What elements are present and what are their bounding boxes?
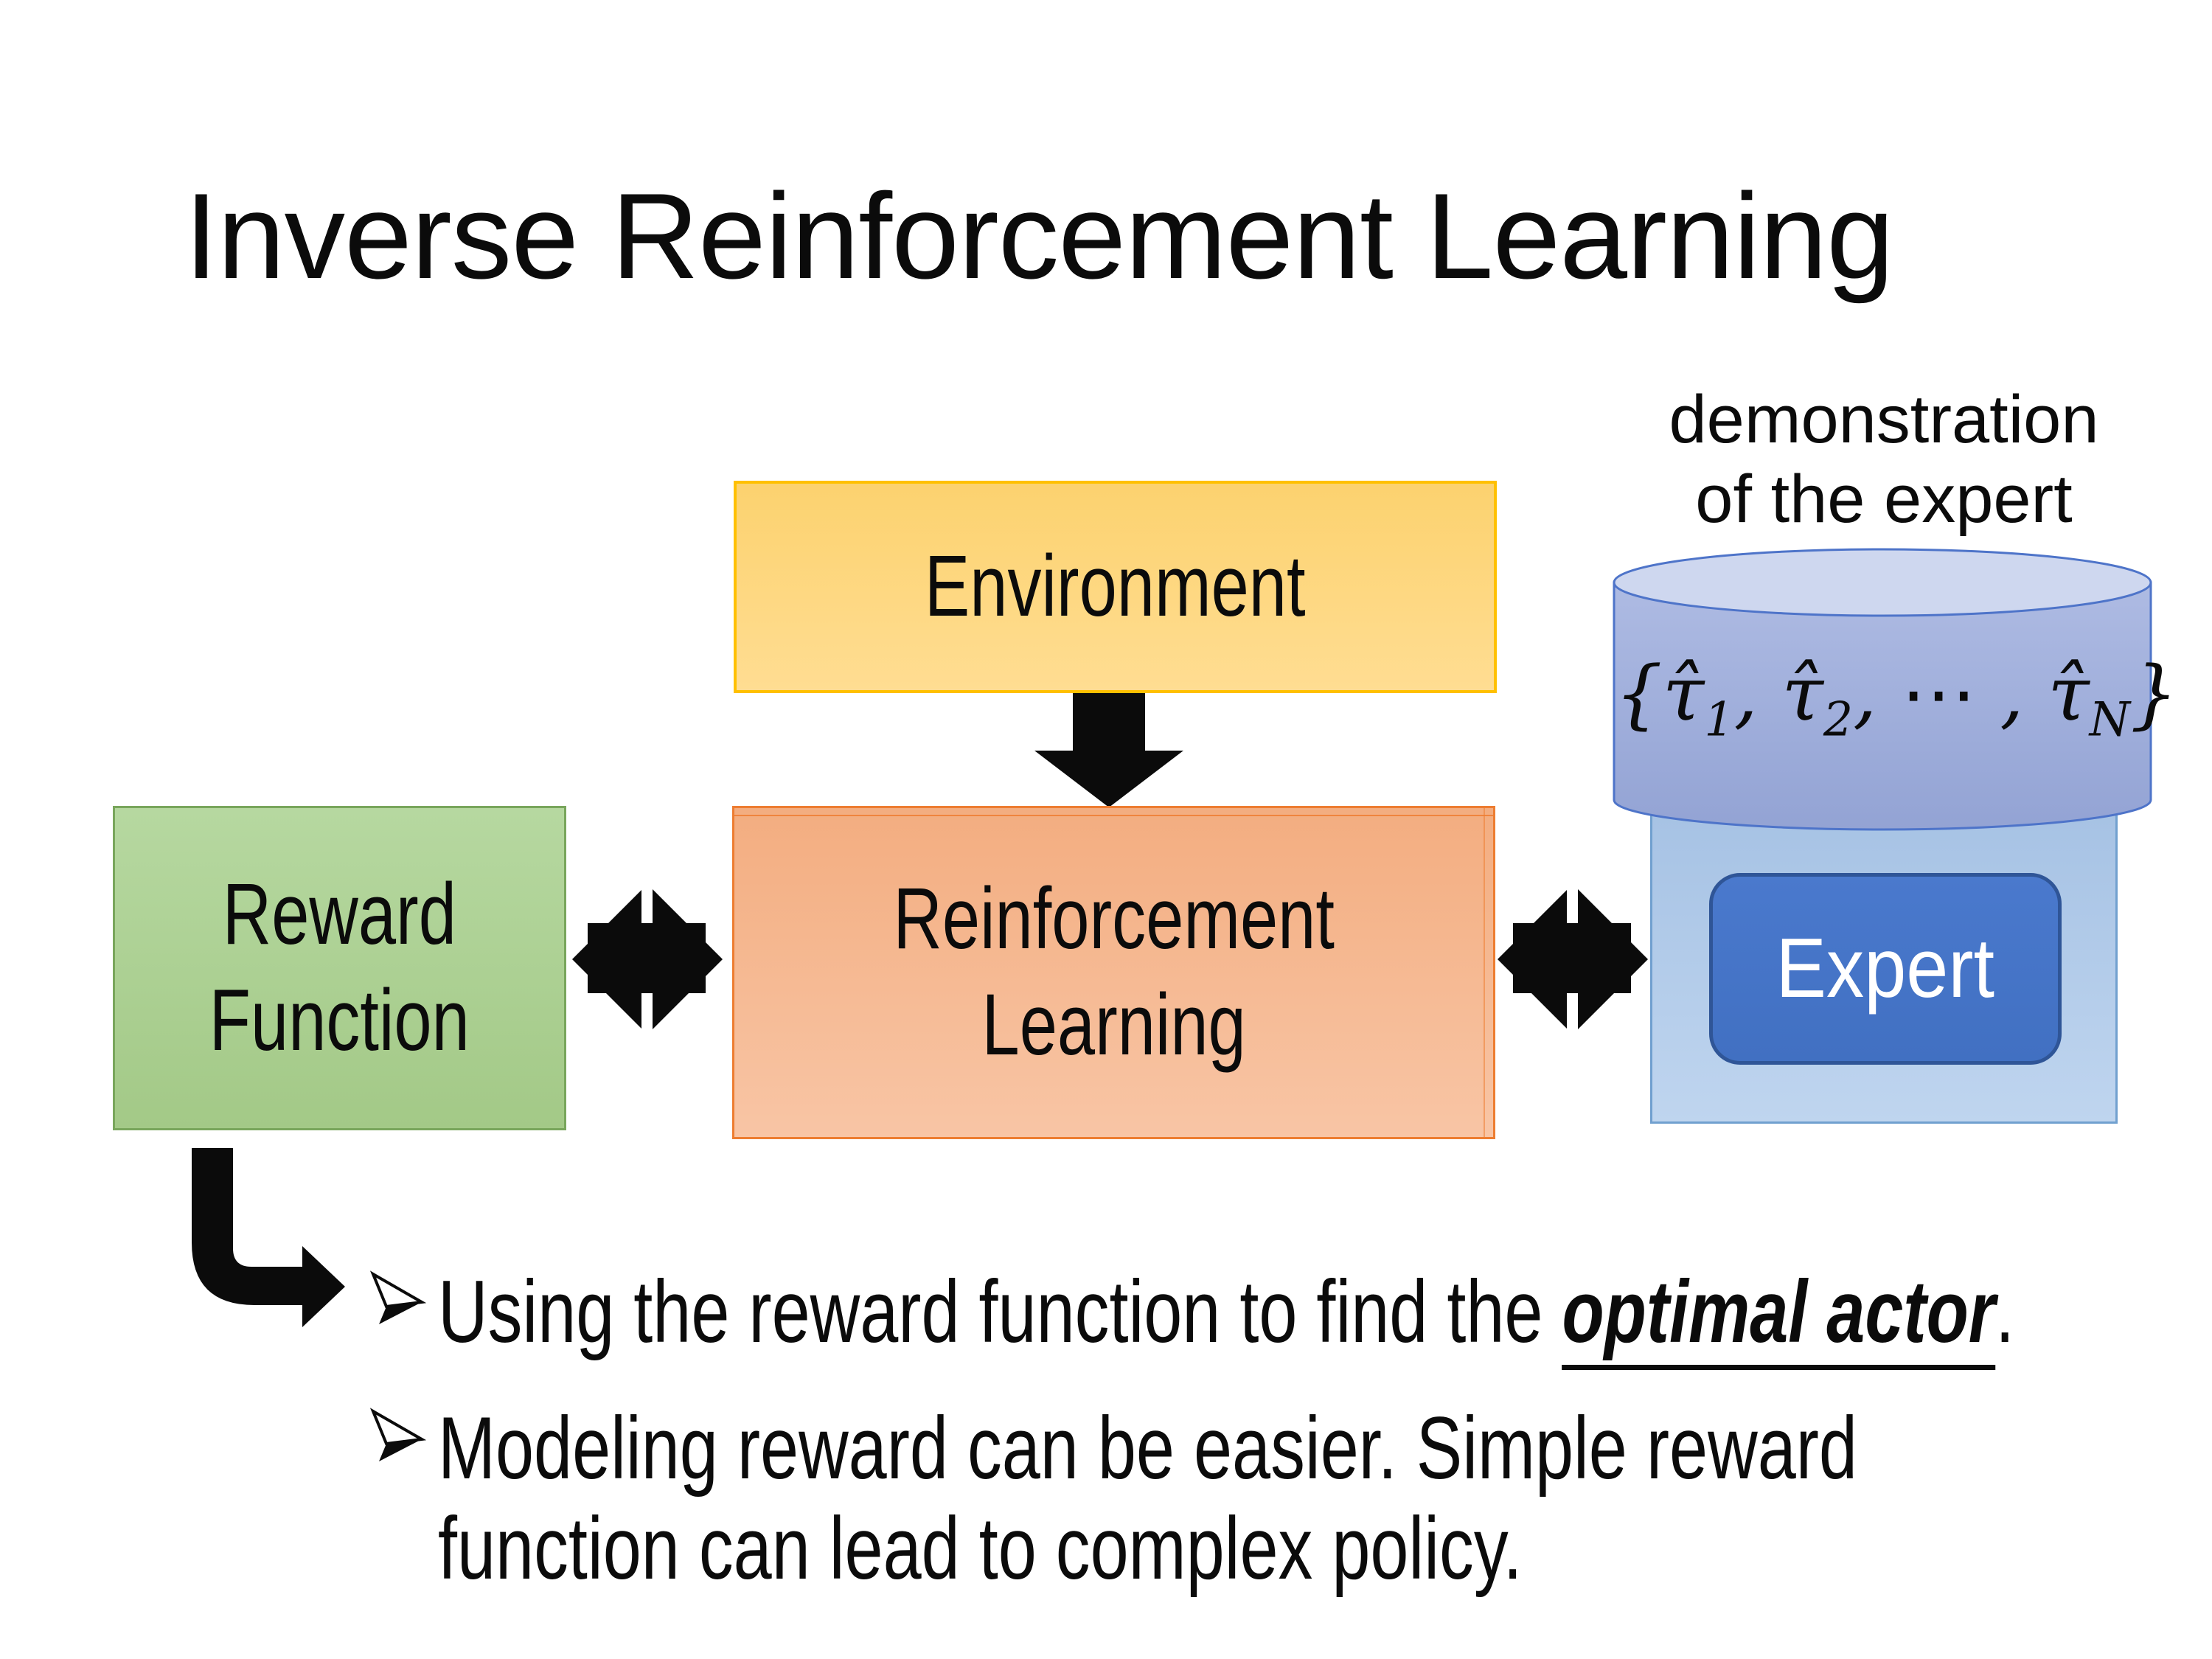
bullet-1-text: Using the reward function to find the	[438, 1262, 1562, 1361]
reinforcement-learning-label-line2: Learning	[981, 976, 1246, 1074]
reinforcement-learning-label-line1: Reinforcement	[893, 870, 1335, 968]
bullet-2-text: Modeling reward can be easier. Simple re…	[438, 1399, 1857, 1598]
double-arrow-left-icon	[572, 884, 723, 1034]
demonstration-label-line2: of the expert	[1695, 461, 2073, 537]
bullet-item-2: Modeling reward can be easier. Simple re…	[438, 1399, 1956, 1599]
bullet-arrowhead-icon	[370, 1408, 426, 1461]
down-arrow-icon	[1034, 693, 1183, 807]
box-accent-line-top	[734, 815, 1493, 816]
trajectory-set-label: {τ̂1, τ̂2, ⋯ , τ̂N}	[1615, 650, 2178, 747]
page-title: Inverse Reinforcement Learning	[184, 168, 1894, 304]
reinforcement-learning-box: Reinforcement Learning	[732, 806, 1495, 1139]
expert-box: Expert	[1709, 873, 2062, 1065]
demonstration-label: demonstration of the expert	[1611, 380, 2157, 539]
reward-function-label-line2: Function	[209, 972, 470, 1069]
environment-box: Environment	[734, 481, 1497, 693]
bullet-1-period: .	[1995, 1262, 2015, 1361]
database-cylinder-icon	[1613, 548, 2152, 831]
bullet-1-emphasis: optimal actor	[1562, 1262, 1996, 1370]
bullet-item-1: Using the reward function to find the op…	[438, 1262, 2015, 1370]
double-arrow-right-icon	[1498, 884, 1648, 1034]
box-accent-line-right	[1484, 808, 1485, 1137]
environment-label: Environment	[925, 538, 1306, 636]
bent-arrow-icon	[192, 1148, 345, 1327]
demonstration-label-line1: demonstration	[1669, 382, 2099, 457]
reward-function-box: Reward Function	[113, 806, 566, 1130]
expert-label: Expert	[1775, 922, 1995, 1016]
bullet-arrowhead-icon	[370, 1270, 426, 1324]
reward-function-label-line1: Reward	[222, 866, 457, 964]
